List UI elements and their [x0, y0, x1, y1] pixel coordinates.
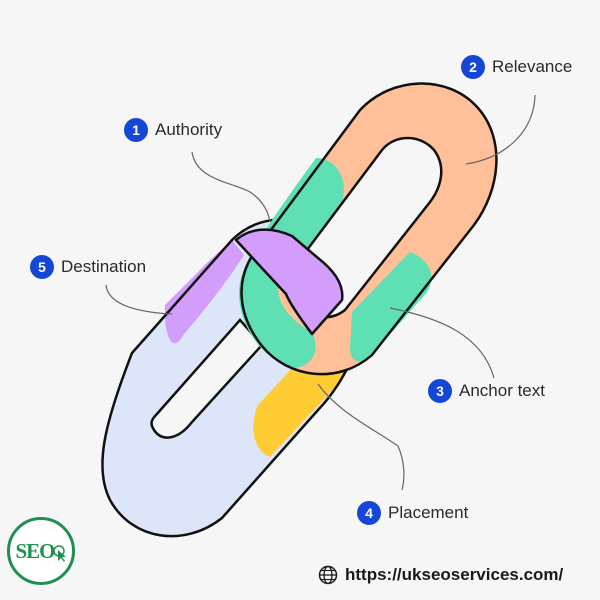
anchor-text-segment [350, 252, 432, 362]
label-anchor-text-text: Anchor text [459, 381, 545, 400]
label-placement: 4 Placement [357, 501, 468, 525]
label-anchor-text: 3 Anchor text [428, 379, 545, 403]
badge-3: 3 [428, 379, 452, 403]
leader-anchor-text [389, 307, 495, 379]
label-relevance: 2 Relevance [461, 55, 572, 79]
cursor-icon [52, 545, 66, 562]
destination-segment [164, 240, 244, 344]
globe-icon [318, 565, 338, 585]
label-relevance-text: Relevance [492, 57, 573, 76]
leader-destination [105, 284, 173, 315]
label-destination: 5 Destination [30, 255, 146, 279]
label-placement-text: Placement [388, 503, 469, 522]
link-b [239, 82, 498, 376]
badge-4: 4 [357, 501, 381, 525]
badge-1: 1 [124, 118, 148, 142]
link-a-hole [150, 318, 264, 439]
logo-text: SEO [15, 538, 55, 563]
seo-logo: SEO [7, 517, 75, 585]
leader-lines [105, 94, 536, 491]
footer-url[interactable]: https://ukseoservices.com/ [345, 565, 564, 584]
leader-relevance [465, 94, 536, 165]
badge-5: 5 [30, 255, 54, 279]
leader-authority [191, 151, 271, 223]
label-authority-text: Authority [155, 120, 223, 139]
label-authority: 1 Authority [124, 118, 222, 142]
link-b-outline [240, 82, 498, 376]
link-a-front [234, 228, 344, 336]
badge-2: 2 [461, 55, 485, 79]
footer-link[interactable]: https://ukseoservices.com/ [318, 565, 563, 585]
label-destination-text: Destination [61, 257, 147, 276]
leader-placement [317, 383, 405, 491]
